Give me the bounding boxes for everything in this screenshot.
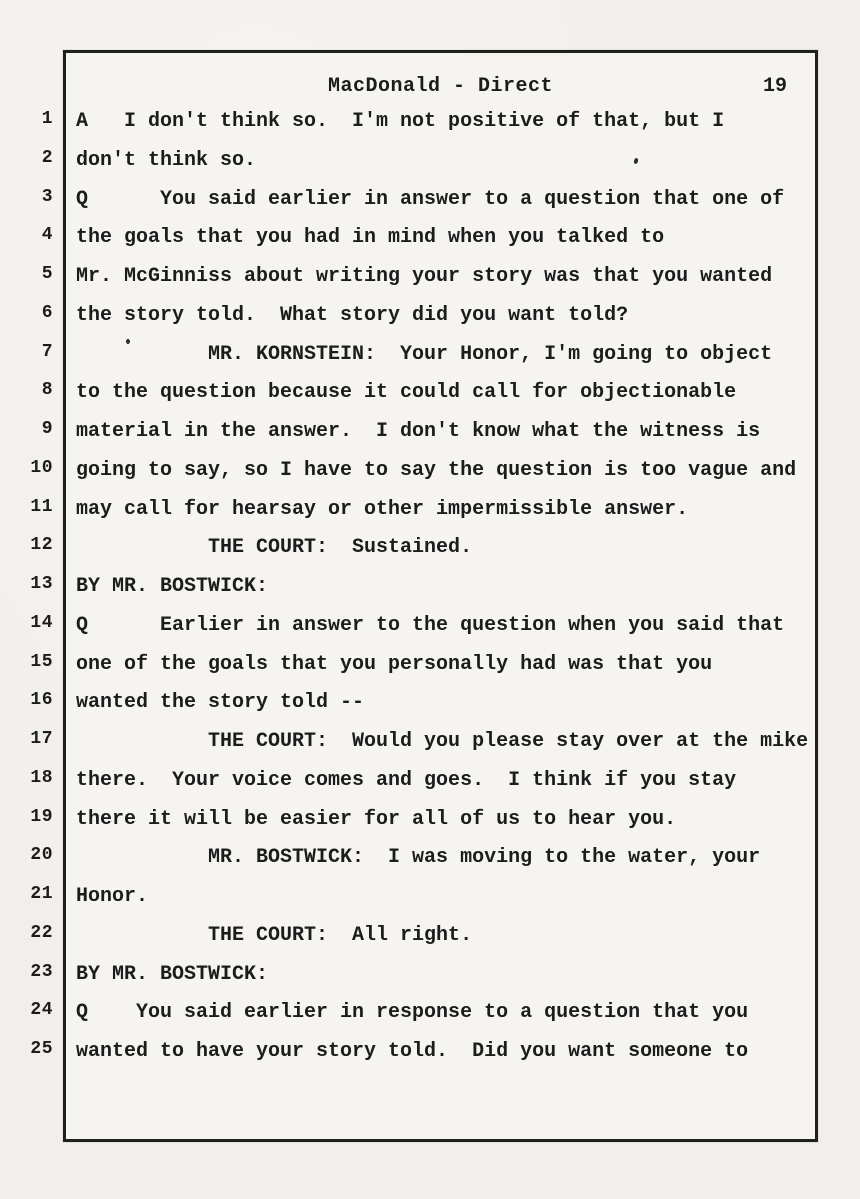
transcript-line: Q You said earlier in response to a ques… bbox=[76, 1001, 749, 1025]
transcript-line: THE COURT: Would you please stay over at… bbox=[76, 730, 809, 753]
line-number: 14 bbox=[30, 612, 53, 633]
line-number: 20 bbox=[30, 845, 53, 866]
line-number: 8 bbox=[41, 380, 53, 401]
page-title: MacDonald - Direct bbox=[327, 75, 554, 98]
line-number: 6 bbox=[41, 302, 53, 323]
transcript-line: wanted the story told -- bbox=[76, 691, 365, 715]
transcript-line: Q You said earlier in answer to a questi… bbox=[76, 187, 785, 211]
document-border-box: MacDonald - Direct 19 A I don't think so… bbox=[63, 50, 818, 1142]
transcript-line: don't think so. bbox=[76, 148, 257, 172]
line-number: 3 bbox=[41, 186, 53, 207]
transcript-line: to the question because it could call fo… bbox=[76, 381, 737, 405]
transcript-line: BY MR. BOSTWICK: bbox=[76, 575, 269, 598]
transcript-line: the goals that you had in mind when you … bbox=[76, 226, 665, 250]
transcript-body: A I don't think so. I'm not positive of … bbox=[76, 103, 811, 1072]
transcript-line: material in the answer. I don't know wha… bbox=[76, 420, 761, 443]
transcript-line: THE COURT: Sustained. bbox=[76, 536, 473, 560]
transcript-line: Mr. McGinniss about writing your story w… bbox=[76, 265, 773, 288]
scan-artifact-dot bbox=[126, 339, 130, 344]
transcript-line: MR. BOSTWICK: I was moving to the water,… bbox=[76, 846, 761, 870]
line-number: 13 bbox=[30, 574, 53, 594]
line-number: 11 bbox=[30, 496, 53, 517]
line-number: 19 bbox=[30, 806, 53, 827]
transcript-line: A I don't think so. I'm not positive of … bbox=[76, 110, 725, 133]
line-number: 12 bbox=[30, 535, 53, 556]
line-number: 15 bbox=[30, 651, 53, 672]
line-number: 18 bbox=[30, 767, 53, 788]
transcript-line: may call for hearsay or other impermissi… bbox=[76, 497, 689, 521]
line-number: 1 bbox=[41, 109, 53, 129]
line-number: 5 bbox=[41, 264, 53, 284]
line-number: 22 bbox=[30, 922, 53, 943]
line-number: 16 bbox=[30, 690, 53, 711]
line-number: 17 bbox=[30, 729, 53, 749]
transcript-line: MR. KORNSTEIN: Your Honor, I'm going to … bbox=[76, 342, 773, 366]
transcript-line: BY MR. BOSTWICK: bbox=[76, 962, 269, 986]
line-number: 23 bbox=[30, 961, 53, 982]
line-number: 24 bbox=[30, 1000, 53, 1021]
transcript-line: THE COURT: All right. bbox=[76, 923, 473, 947]
transcript-line: the story told. What story did you want … bbox=[76, 303, 629, 327]
transcript-line: Honor. bbox=[76, 885, 149, 908]
transcript-line: one of the goals that you personally had… bbox=[76, 652, 713, 676]
transcript-line: going to say, so I have to say the quest… bbox=[76, 458, 797, 482]
transcript-line: wanted to have your story told. Did you … bbox=[76, 1040, 749, 1063]
transcript-line: there it will be easier for all of us to… bbox=[76, 807, 677, 831]
transcript-line: there. Your voice comes and goes. I thin… bbox=[76, 768, 737, 792]
document-header: MacDonald - Direct 19 bbox=[66, 75, 815, 114]
line-number: 2 bbox=[41, 147, 53, 168]
transcript-line: Q Earlier in answer to the question when… bbox=[76, 613, 785, 637]
line-number: 4 bbox=[41, 225, 53, 246]
page-number: 19 bbox=[762, 75, 787, 98]
line-number: 25 bbox=[30, 1039, 53, 1059]
line-number: 21 bbox=[30, 884, 53, 904]
line-number: 7 bbox=[41, 341, 53, 362]
line-number: 9 bbox=[41, 419, 53, 439]
line-number: 10 bbox=[30, 457, 53, 478]
